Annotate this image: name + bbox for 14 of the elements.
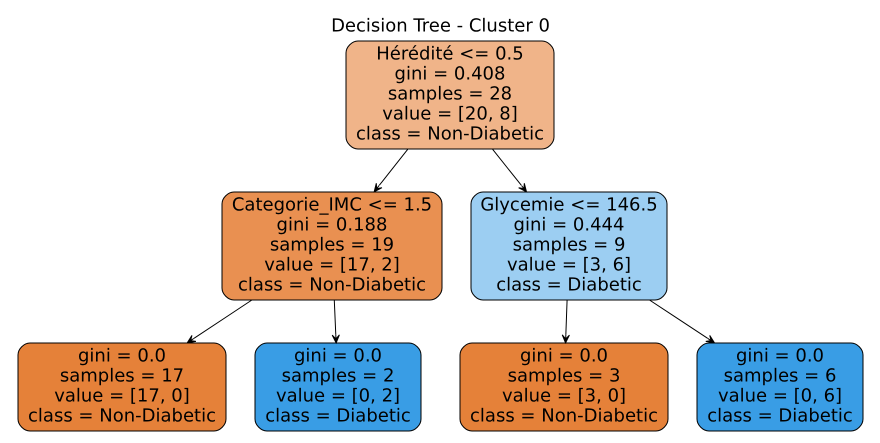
node-box: Categorie_IMC <= 1.5 gini = 0.188 samples = 19 value = [17, 2] class = Non-Diabetic <box>221 191 442 300</box>
node-box: gini = 0.0 samples = 17 value = [17, 0] class = Non-Diabetic <box>17 342 226 431</box>
diagram-title: Decision Tree - Cluster 0 <box>330 14 550 36</box>
arrow <box>561 299 570 343</box>
arrow <box>492 148 526 192</box>
node-box: Glycemie <= 146.5 gini = 0.444 samples = 9 value = [3, 6] class = Diabetic <box>470 191 667 300</box>
node-box: gini = 0.0 samples = 2 value = [0, 2] class = Diabetic <box>254 342 421 431</box>
arrow <box>186 299 252 343</box>
node-box: gini = 0.0 samples = 3 value = [3, 0] class = Non-Diabetic <box>459 342 668 431</box>
node-box: gini = 0.0 samples = 6 value = [0, 6] class = Diabetic <box>696 342 863 431</box>
arrow <box>331 299 340 343</box>
node-box: Hérédité <= 0.5 gini = 0.408 samples = 28 value = [20, 8] class = Non-Diabetic <box>345 40 554 149</box>
arrow <box>648 299 714 343</box>
arrow <box>373 148 408 192</box>
